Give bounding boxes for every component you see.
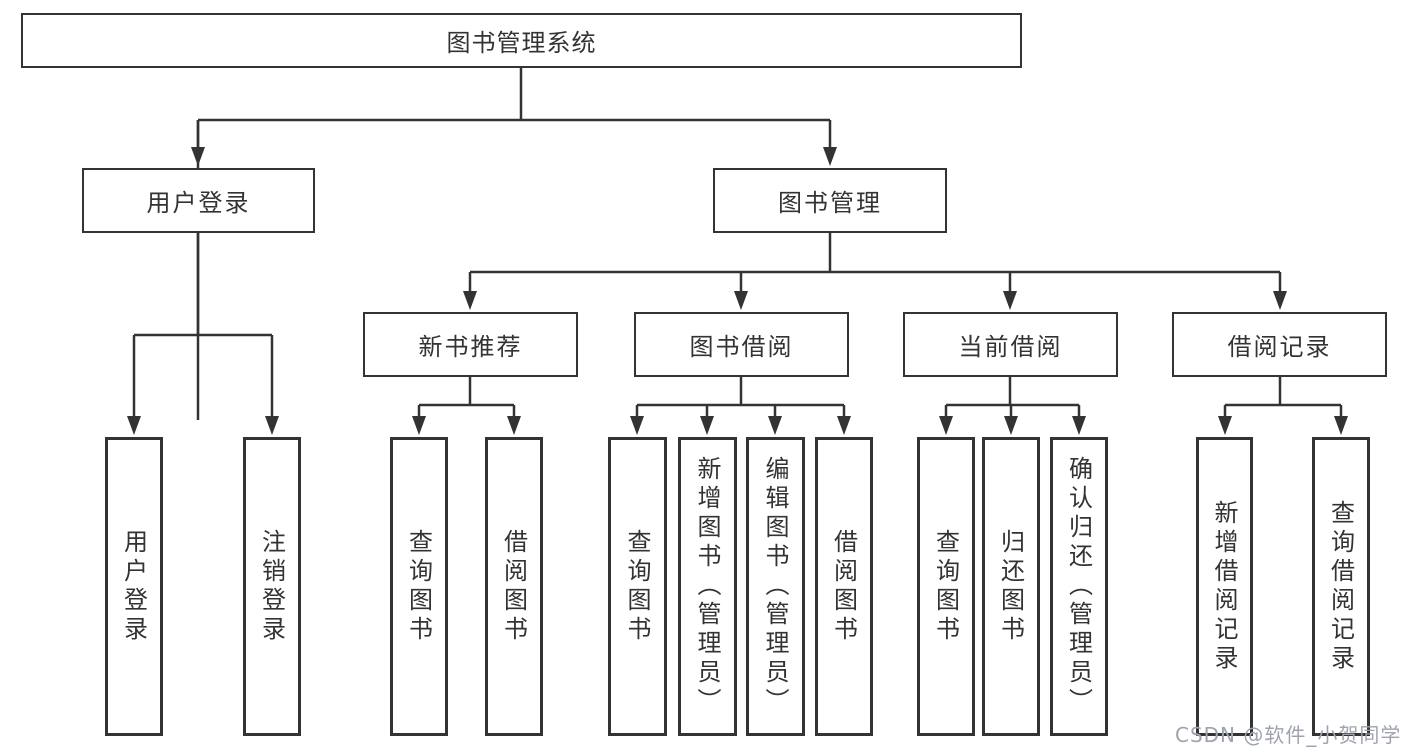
arrowhead-icons — [127, 147, 1348, 435]
arrow-down-icon — [1003, 291, 1017, 310]
node-label: 新增图书（管理员） — [693, 456, 721, 717]
arrow-down-icon — [1072, 416, 1086, 435]
leaf-query-borrow-record: 查询借阅记录 — [1312, 437, 1370, 736]
connector-book-management-branch — [468, 232, 1282, 300]
arrow-down-icon — [700, 416, 714, 435]
arrow-down-icon — [768, 416, 782, 435]
arrow-down-icon — [412, 416, 426, 435]
watermark: CSDN @软件_小贺同学 — [1175, 723, 1402, 747]
node-label: 图书管理系统 — [446, 29, 597, 57]
leaf-borrow-books-recommend: 借阅图书 — [485, 437, 543, 736]
arrow-down-icon — [463, 291, 477, 310]
leaf-user-login: 用户登录 — [105, 437, 163, 736]
node-root: 图书管理系统 — [21, 13, 1022, 68]
arrow-down-icon — [823, 147, 837, 166]
leaf-query-books-current: 查询图书 — [917, 437, 975, 736]
node-label: 注销登录 — [257, 528, 286, 645]
node-label: 图书借阅 — [689, 333, 794, 361]
connector-current-branch — [944, 376, 1081, 424]
node-label: 当前借阅 — [958, 333, 1063, 361]
node-book-management: 图书管理 — [713, 168, 947, 233]
leaf-edit-book-admin: 编辑图书（管理员） — [746, 437, 805, 736]
node-label: 借阅图书 — [829, 528, 858, 645]
arrow-down-icon — [1273, 291, 1287, 310]
node-label: 编辑图书（管理员） — [761, 456, 789, 717]
arrow-down-icon — [734, 291, 748, 310]
leaf-query-books-recommend: 查询图书 — [390, 437, 448, 736]
arrow-down-icon — [265, 416, 279, 435]
connector-new-book-branch — [417, 376, 516, 424]
node-label: 查询图书 — [623, 528, 651, 645]
node-label: 新书推荐 — [418, 333, 523, 361]
arrow-down-icon — [1334, 416, 1348, 435]
leaf-borrow-books-borrow: 借阅图书 — [815, 437, 873, 736]
connector-records-branch — [1223, 376, 1343, 424]
node-new-book-recommendation: 新书推荐 — [363, 312, 578, 377]
node-label: 借阅记录 — [1227, 333, 1332, 361]
leaf-confirm-return-admin: 确认归还（管理员） — [1050, 437, 1108, 736]
leaf-logout: 注销登录 — [243, 437, 301, 736]
arrow-down-icon — [127, 416, 141, 435]
arrow-down-icon — [939, 416, 953, 435]
connector-borrowing-branch — [635, 376, 846, 424]
arrow-down-icon — [507, 416, 521, 435]
node-borrowing-records: 借阅记录 — [1172, 312, 1387, 377]
arrow-down-icon — [630, 416, 644, 435]
node-book-borrowing: 图书借阅 — [634, 312, 849, 377]
node-label: 用户登录 — [119, 528, 148, 645]
node-label: 查询图书 — [404, 528, 433, 645]
leaf-return-book: 归还图书 — [982, 437, 1040, 736]
node-current-borrowing: 当前借阅 — [903, 312, 1118, 377]
leaf-add-borrow-record: 新增借阅记录 — [1196, 437, 1253, 736]
arrow-down-icon — [1004, 416, 1018, 435]
node-label: 新增借阅记录 — [1210, 499, 1238, 674]
connector-root-branch — [196, 67, 832, 420]
connector-paths — [132, 67, 1343, 424]
connector-user-login-branch — [132, 120, 274, 424]
node-label: 用户登录 — [146, 189, 251, 217]
arrow-down-icon — [191, 147, 205, 166]
node-label: 确认归还（管理员） — [1064, 456, 1093, 717]
node-label: 归还图书 — [996, 528, 1025, 645]
arrow-down-icon — [1218, 416, 1232, 435]
leaf-query-books-borrow: 查询图书 — [608, 437, 667, 736]
node-user-login: 用户登录 — [82, 168, 315, 233]
leaf-add-book-admin: 新增图书（管理员） — [678, 437, 737, 736]
node-label: 图书管理 — [778, 189, 882, 217]
node-label: 查询图书 — [931, 528, 960, 645]
arrow-down-icon — [837, 416, 851, 435]
node-label: 查询借阅记录 — [1326, 499, 1355, 674]
node-label: 借阅图书 — [499, 528, 528, 645]
